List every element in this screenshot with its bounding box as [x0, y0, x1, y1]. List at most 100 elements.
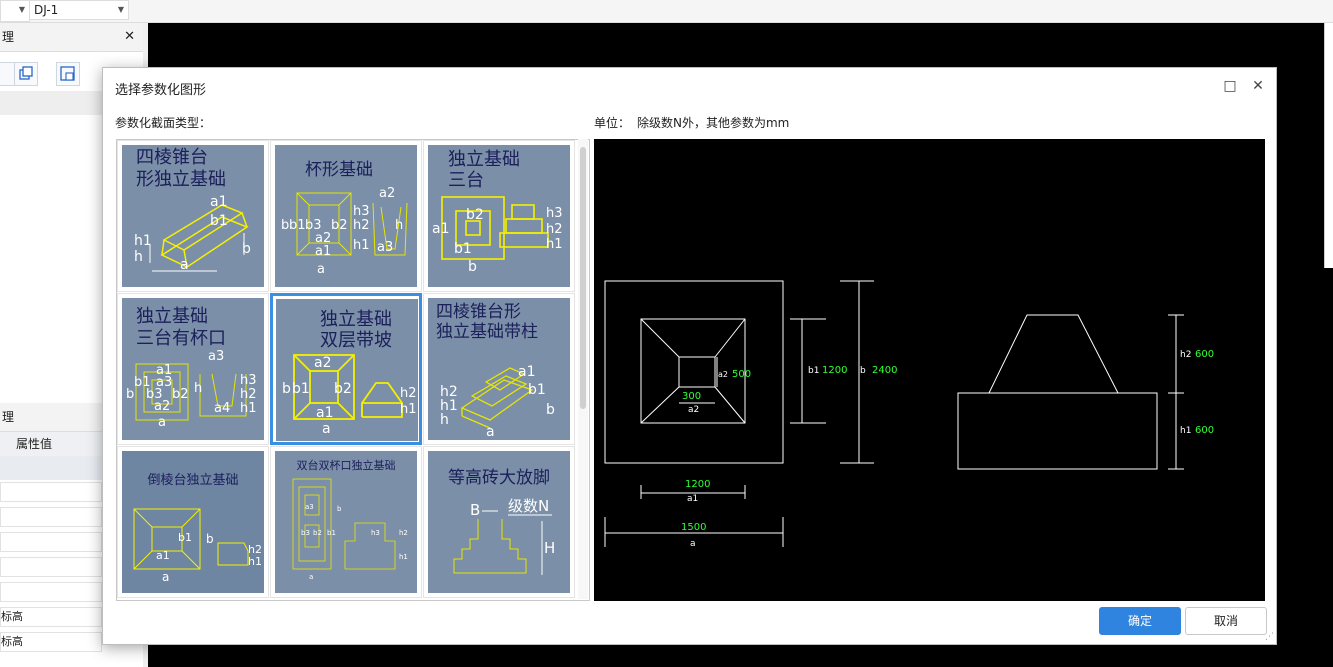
dim-label: h3: [353, 204, 370, 219]
property-row[interactable]: [0, 532, 102, 552]
resize-grip-icon[interactable]: ⋰: [1265, 632, 1274, 642]
left-combo[interactable]: ▼: [0, 0, 30, 22]
shape-gallery[interactable]: 四棱锥台 形独立基础 a1 b1 h1 h a b 杯形基础: [116, 139, 590, 601]
dim-label: B: [470, 501, 480, 519]
dim-label: b2: [334, 381, 352, 397]
dim-label: b3: [146, 387, 163, 402]
ok-button[interactable]: 确定: [1099, 607, 1181, 635]
dim-label: b2: [331, 218, 348, 233]
dim-label: h1: [399, 553, 408, 561]
dim-label: a3: [156, 375, 172, 390]
gallery-item-pyramid-footing[interactable]: 四棱锥台 形独立基础 a1 b1 h1 h a b: [117, 140, 269, 292]
pyramid-column-footing-diagram: a1 b1 h2 h1 h a b: [440, 364, 555, 440]
dim-label: h1: [134, 233, 152, 249]
dim-label: a1: [432, 221, 450, 237]
cancel-button[interactable]: 取消: [1185, 607, 1267, 635]
property-row[interactable]: 标高: [0, 632, 102, 652]
dim-label: b1: [454, 241, 472, 257]
thumbnail: 杯形基础 a2 h3 h2 h1 h a3 b b1 b3 b2 a2 a1: [275, 145, 417, 287]
gallery-item-pyramid-column-footing[interactable]: 四棱锥台形 独立基础带柱 a1 b1 h2 h1 h a b: [423, 293, 575, 445]
dim-label: b1: [528, 382, 546, 398]
dim-label: b1: [134, 375, 151, 390]
preview-canvas: 300 a2 a2 500 b1 1200 b 2400 1200 a1 150…: [594, 139, 1265, 601]
section-type-label: 参数化截面类型：: [115, 116, 212, 130]
dim-label: h1: [240, 401, 257, 416]
property-row[interactable]: [0, 557, 102, 577]
gallery-item-brick-spread-footing[interactable]: 等高砖大放脚 B 级数N H: [423, 446, 575, 598]
gallery-item-double-cup-footing[interactable]: 双台双杯口独立基础 a3 b3 b2 b1 h3 h2 h1 a b: [270, 446, 422, 598]
dim-label: h2: [546, 222, 563, 237]
dim-value: 1200: [685, 479, 710, 490]
gallery-item-double-slope-footing[interactable]: 独立基础 双层带坡 a2 b1 b2 b a1 a h2 h1: [270, 293, 422, 445]
dim-label: a4: [214, 401, 230, 416]
gallery-item-title: 等高砖大放脚: [448, 468, 550, 488]
property-row[interactable]: 标高: [0, 607, 102, 627]
dim-name: h1: [1180, 426, 1191, 436]
component-combo-value: DJ-1: [34, 3, 59, 17]
dim-label: h2: [353, 218, 370, 233]
dim-label: h2: [400, 386, 417, 401]
gallery-scrollbar[interactable]: [578, 139, 588, 599]
brick-spread-footing-diagram: B 级数N H: [453, 497, 555, 575]
thumbnail: 四棱锥台形 独立基础带柱 a1 b1 h2 h1 h a b: [428, 298, 570, 440]
thumbnail: 双台双杯口独立基础 a3 b3 b2 b1 h3 h2 h1 a b: [275, 451, 417, 593]
dim-label: a3: [208, 349, 224, 364]
dim-value: 600: [1195, 349, 1214, 360]
app-top-bar: ▼ DJ-1 ▼: [0, 0, 1333, 23]
component-manager-header: 理 ✕: [0, 23, 143, 52]
close-icon[interactable]: ✕: [124, 29, 135, 44]
property-row[interactable]: [0, 582, 102, 602]
dim-value: 1500: [681, 522, 706, 533]
dim-value: 2400: [872, 365, 897, 376]
parametric-shape-dialog: 选择参数化图形 □ ✕ 参数化截面类型： 单位： 除级数N外，其他参数为mm 四…: [102, 67, 1277, 645]
dim-label: H: [544, 539, 555, 557]
close-icon[interactable]: ✕: [1252, 78, 1264, 94]
right-toolbar: [1324, 23, 1333, 268]
gallery-item-three-step-cup-footing[interactable]: 独立基础 三台有杯口 a3 a1 b1 a3 b3 b2 a2 b h h3 h…: [117, 293, 269, 445]
thumbnail: 独立基础 三台有杯口 a3 a1 b1 a3 b3 b2 a2 b h h3 h…: [122, 298, 264, 440]
gallery-item-title: 杯形基础: [305, 160, 373, 180]
gallery-item-cup-footing[interactable]: 杯形基础 a2 h3 h2 h1 h a3 b b1 b3 b2 a2 a1: [270, 140, 422, 292]
gallery-item-inverted-frustum-footing[interactable]: 倒棱台独立基础 b1 a1 b h2 h1 a: [117, 446, 269, 598]
thumbnail: 四棱锥台 形独立基础 a1 b1 h1 h a b: [122, 145, 264, 287]
dim-label: b: [468, 259, 477, 275]
dim-label: b: [242, 241, 251, 257]
double-cup-footing-diagram: a3 b3 b2 b1 h3 h2 h1 a b: [292, 478, 408, 581]
dim-label: b1: [327, 529, 336, 537]
component-combo[interactable]: DJ-1 ▼: [29, 0, 129, 20]
dim-label: h2: [240, 387, 257, 402]
inverted-frustum-footing-diagram: b1 a1 b h2 h1 a: [133, 508, 262, 584]
dim-value: 300: [682, 391, 701, 402]
dim-name: a2: [718, 370, 728, 379]
three-step-cup-footing-diagram: a3 a1 b1 a3 b3 b2 a2 b h h3 h2 h1 a4 a: [126, 349, 257, 430]
unit-description: 除级数N外，其他参数为mm: [637, 116, 790, 130]
dim-label: b1: [289, 218, 306, 233]
dim-label: a1: [210, 194, 228, 210]
dim-label: b: [546, 402, 555, 418]
gallery-item-three-step-footing[interactable]: 独立基础 三台 b2 b1 a1 b h3 h2 h1: [423, 140, 575, 292]
dim-label: a: [162, 570, 169, 584]
dim-label: b: [206, 532, 214, 546]
copy-icon: [19, 66, 33, 80]
dim-label: a2: [315, 231, 331, 246]
save-layer-button[interactable]: [56, 62, 80, 86]
dim-label: a1: [156, 363, 172, 378]
three-step-footing-diagram: b2 b1 a1 b h3 h2 h1: [432, 196, 563, 275]
dim-label: h1: [440, 398, 458, 414]
dim-label: a: [158, 415, 166, 430]
dim-label: b: [126, 387, 134, 402]
dim-label: h1: [248, 555, 262, 568]
dim-label: b: [282, 381, 291, 397]
chevron-down-icon: ▼: [18, 5, 25, 14]
property-row[interactable]: [0, 507, 102, 527]
copy-button[interactable]: [14, 62, 38, 86]
dim-label: h2: [440, 384, 458, 400]
gallery-item-title: 四棱锥台 形独立基础: [136, 147, 226, 190]
panel-title: 理: [2, 410, 15, 424]
maximize-icon[interactable]: □: [1223, 78, 1237, 94]
dim-label: b3: [301, 529, 310, 537]
scrollbar-thumb[interactable]: [580, 147, 586, 409]
property-row[interactable]: [0, 482, 102, 502]
dialog-title: 选择参数化图形: [115, 83, 207, 98]
dim-label: b2: [172, 387, 189, 402]
